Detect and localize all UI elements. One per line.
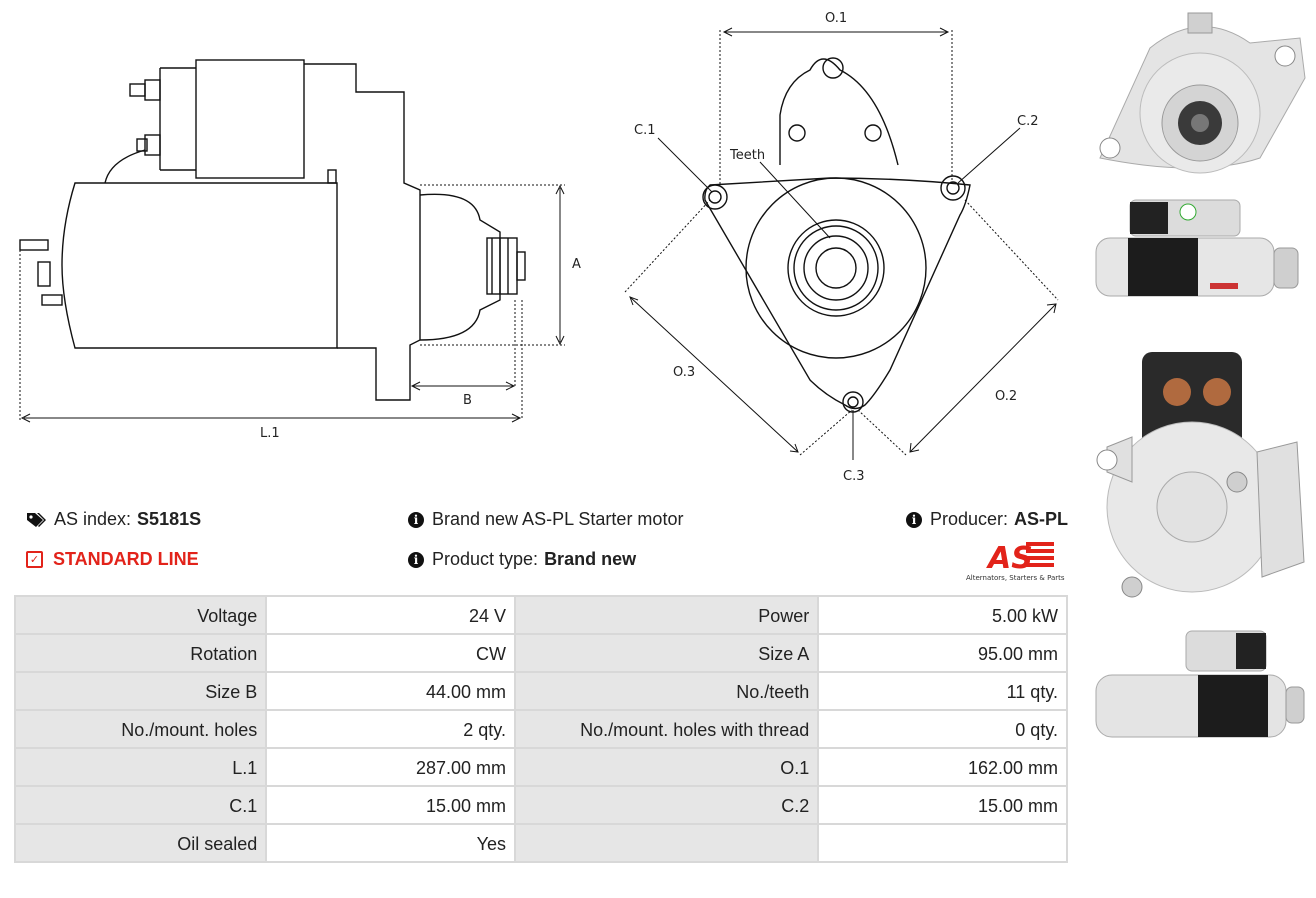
- spec-value: Yes: [267, 825, 514, 861]
- spec-value: 44.00 mm: [267, 673, 514, 709]
- spec-key: Oil sealed: [16, 825, 266, 861]
- spec-value: 162.00 mm: [819, 749, 1066, 785]
- product-type-label: Product type:: [432, 549, 539, 569]
- spec-key: C.2: [515, 787, 818, 823]
- standard-line: ✓ STANDARD LINE: [26, 549, 199, 570]
- info-icon: i: [408, 511, 424, 528]
- spec-value: CW: [267, 635, 514, 671]
- front-view-drawing: O.1 O.3 O.2 C.1 C.2 C.3 Teeth: [624, 11, 1059, 484]
- spec-key: No./teeth: [515, 673, 818, 709]
- spec-key: Voltage: [16, 597, 266, 633]
- spec-key: Size B: [16, 673, 266, 709]
- logo-text: AS: [986, 541, 1033, 576]
- brand-logo: AS Alternators, Starters & Parts: [962, 538, 1070, 584]
- spec-value: 15.00 mm: [819, 787, 1066, 823]
- as-pl-logo-icon: AS Alternators, Starters & Parts: [966, 541, 1065, 582]
- product-type-value: Brand new: [544, 549, 637, 569]
- spec-key: L.1: [16, 749, 266, 785]
- spec-key: Power: [515, 597, 818, 633]
- standard-line-label: STANDARD LINE: [53, 549, 199, 569]
- dim-label-l1: L.1: [260, 426, 280, 441]
- dim-label-c3: C.3: [843, 469, 864, 484]
- product-photo-top[interactable]: [1090, 625, 1310, 745]
- info-icon: i: [906, 511, 922, 528]
- dim-label-o2: O.2: [995, 389, 1017, 404]
- producer: i Producer: AS-PL: [906, 509, 1068, 530]
- spec-value: 24 V: [267, 597, 514, 633]
- spec-key: Rotation: [16, 635, 266, 671]
- dim-label-b: B: [463, 393, 472, 408]
- spec-value: 0 qty.: [819, 711, 1066, 747]
- producer-label: Producer:: [930, 509, 1009, 529]
- tags-icon: [27, 512, 46, 527]
- spec-value: [819, 825, 1066, 861]
- spec-value: 287.00 mm: [267, 749, 514, 785]
- as-index: AS index: S5181S: [26, 509, 201, 530]
- dim-label-c1: C.1: [634, 123, 655, 138]
- spec-key: No./mount. holes with thread: [515, 711, 818, 747]
- dim-label-teeth: Teeth: [729, 148, 765, 163]
- as-index-value: S5181S: [137, 509, 202, 529]
- logo-tagline: Alternators, Starters & Parts: [966, 574, 1065, 582]
- spec-key: No./mount. holes: [16, 711, 266, 747]
- dim-label-a: A: [572, 257, 581, 272]
- spec-key: O.1: [515, 749, 818, 785]
- as-index-label: AS index:: [54, 509, 132, 529]
- spec-key: Size A: [515, 635, 818, 671]
- description: i Brand new AS-PL Starter motor: [408, 509, 683, 530]
- spec-key: C.1: [16, 787, 266, 823]
- dim-label-o3: O.3: [673, 365, 695, 380]
- info-icon: i: [408, 551, 424, 568]
- spec-key: [515, 825, 818, 861]
- description-text: Brand new AS-PL Starter motor: [432, 509, 684, 529]
- dim-label-o1: O.1: [825, 11, 847, 26]
- spec-value: 11 qty.: [819, 673, 1066, 709]
- producer-value: AS-PL: [1014, 509, 1069, 529]
- check-square-icon: ✓: [26, 551, 43, 568]
- spec-value: 2 qty.: [267, 711, 514, 747]
- product-photo-side[interactable]: [1090, 188, 1310, 308]
- spec-value: 15.00 mm: [267, 787, 514, 823]
- spec-value: 5.00 kW: [819, 597, 1066, 633]
- dim-label-c2: C.2: [1017, 114, 1038, 129]
- product-type: i Product type: Brand new: [408, 549, 636, 570]
- product-photo-front[interactable]: [1090, 8, 1310, 178]
- product-photo-rear[interactable]: [1092, 322, 1310, 612]
- spec-value: 95.00 mm: [819, 635, 1066, 671]
- side-view-drawing: A B L.1: [19, 59, 581, 441]
